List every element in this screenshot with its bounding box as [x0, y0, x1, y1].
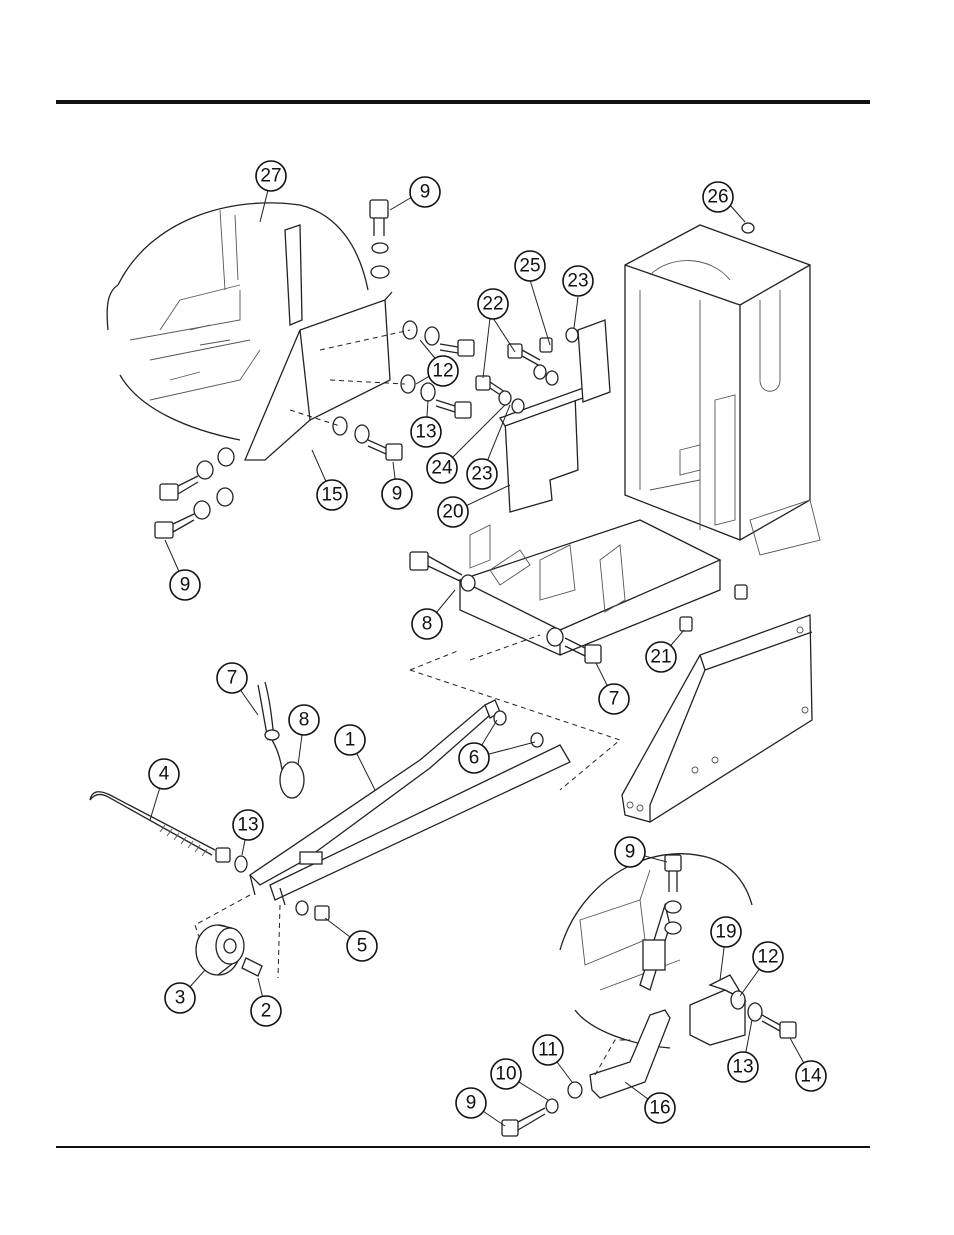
svg-text:9: 9: [625, 842, 636, 863]
callout-9: 9: [410, 177, 440, 207]
svg-text:23: 23: [567, 271, 588, 292]
svg-text:19: 19: [715, 922, 736, 943]
callout-23: 23: [467, 459, 497, 489]
svg-text:3: 3: [175, 988, 186, 1009]
svg-text:21: 21: [650, 647, 671, 668]
threaded-rod: [90, 792, 247, 872]
callout-20: 20: [438, 497, 468, 527]
callout-9: 9: [456, 1088, 486, 1118]
wheel-axle: [196, 901, 329, 976]
callout-6: 6: [459, 743, 489, 773]
callout-22: 22: [478, 289, 508, 319]
callout-7: 7: [217, 663, 247, 693]
callout-15: 15: [317, 480, 347, 510]
svg-text:20: 20: [442, 502, 463, 523]
svg-text:9: 9: [420, 182, 431, 203]
detail-view-bottom-right: [502, 854, 796, 1136]
callout-26: 26: [703, 182, 733, 212]
svg-text:15: 15: [321, 485, 342, 506]
svg-text:4: 4: [159, 764, 170, 785]
svg-text:16: 16: [649, 1098, 670, 1119]
callout-1: 1: [335, 725, 365, 755]
main-housing: [625, 223, 820, 555]
callout-25: 25: [515, 251, 545, 281]
svg-text:5: 5: [357, 936, 368, 957]
svg-text:14: 14: [800, 1066, 822, 1087]
callout-23: 23: [563, 266, 593, 296]
callout-4: 4: [149, 759, 179, 789]
bracket-15: [245, 225, 392, 460]
callout-27: 27: [256, 161, 286, 191]
svg-text:25: 25: [519, 256, 540, 277]
svg-text:9: 9: [466, 1093, 477, 1114]
svg-text:11: 11: [538, 1040, 558, 1061]
callout-8: 8: [289, 705, 319, 735]
callout-12: 12: [753, 942, 783, 972]
svg-text:10: 10: [495, 1064, 516, 1085]
svg-text:12: 12: [432, 361, 453, 382]
callout-13: 13: [233, 810, 263, 840]
svg-text:8: 8: [422, 614, 433, 635]
callout-3: 3: [165, 983, 195, 1013]
svg-text:12: 12: [757, 947, 778, 968]
pin-and-clip: [258, 682, 304, 798]
callout-7: 7: [599, 684, 629, 714]
plate-20: [476, 320, 610, 512]
svg-text:6: 6: [469, 748, 480, 769]
callout-13: 13: [411, 417, 441, 447]
svg-text:24: 24: [431, 458, 453, 479]
svg-text:22: 22: [482, 294, 503, 315]
callout-21: 21: [646, 642, 676, 672]
callout-9: 9: [615, 837, 645, 867]
svg-text:7: 7: [227, 668, 238, 689]
svg-text:1: 1: [345, 730, 356, 751]
callout-14: 14: [796, 1061, 826, 1091]
svg-text:23: 23: [471, 464, 492, 485]
callout-5: 5: [347, 931, 377, 961]
callout-16: 16: [645, 1093, 675, 1123]
svg-text:2: 2: [261, 1001, 272, 1022]
svg-text:9: 9: [392, 484, 403, 505]
svg-text:27: 27: [260, 166, 281, 187]
svg-text:13: 13: [237, 815, 258, 836]
callout-9: 9: [382, 479, 412, 509]
callout-10: 10: [491, 1059, 521, 1089]
callout-9: 9: [170, 570, 200, 600]
callout-11: 11: [533, 1035, 563, 1065]
svg-text:13: 13: [415, 422, 436, 443]
callout-8: 8: [412, 609, 442, 639]
svg-text:9: 9: [180, 575, 191, 596]
callout-12: 12: [428, 356, 458, 386]
svg-text:7: 7: [609, 689, 620, 710]
callout-13: 13: [728, 1052, 758, 1082]
svg-text:13: 13: [732, 1057, 753, 1078]
svg-text:8: 8: [299, 710, 310, 731]
callout-19: 19: [711, 917, 741, 947]
callout-2: 2: [251, 996, 281, 1026]
svg-text:26: 26: [707, 187, 728, 208]
callout-24: 24: [427, 453, 457, 483]
